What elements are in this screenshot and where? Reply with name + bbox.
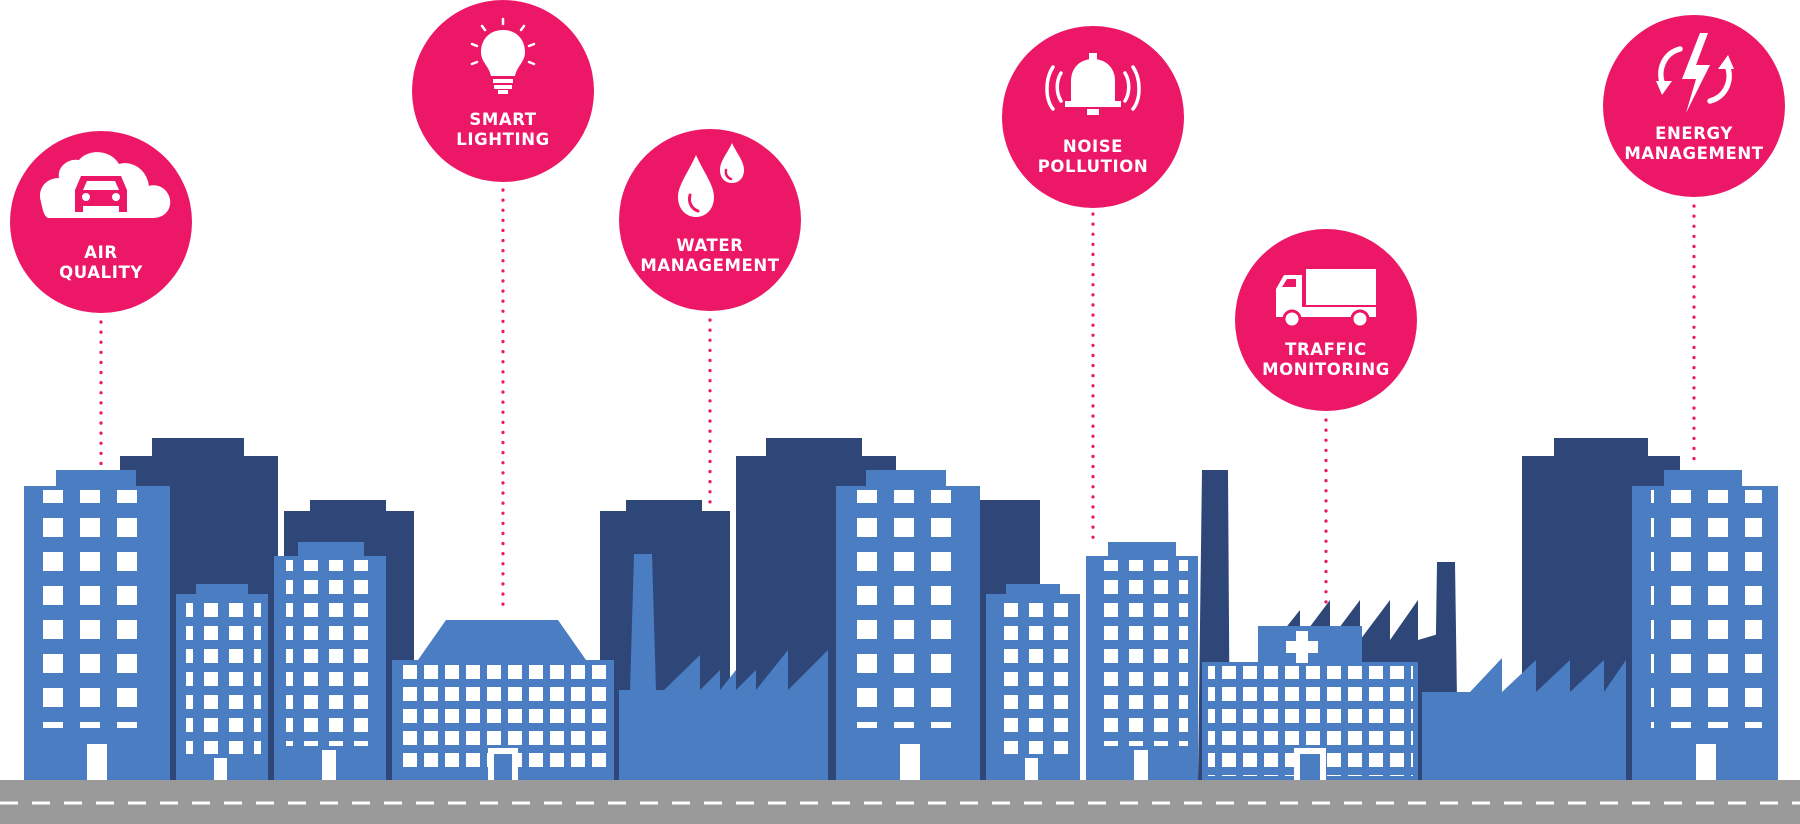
label-smart-lighting-line2: LIGHTING	[456, 129, 550, 149]
tower-c	[274, 542, 386, 780]
tower-b	[176, 584, 268, 780]
label-energy-management-line2: MANAGEMENT	[1624, 143, 1764, 163]
truck-icon	[1276, 269, 1376, 329]
label-energy-management: ENERGY MANAGEMENT	[1609, 124, 1779, 163]
tower-f	[836, 470, 980, 780]
circle-noise-pollution	[1002, 26, 1184, 208]
road	[0, 780, 1800, 824]
foreground-buildings	[24, 470, 1778, 780]
circle-energy-management	[1603, 15, 1785, 197]
label-water-management: WATER MANAGEMENT	[625, 236, 795, 275]
label-water-management-line2: MANAGEMENT	[640, 255, 780, 275]
cloud-car-icon	[39, 152, 171, 218]
label-traffic-monitoring-line2: MONITORING	[1262, 359, 1390, 379]
hospital-building	[1202, 626, 1418, 780]
circle-traffic-monitoring	[1235, 229, 1417, 411]
label-noise-pollution-line2: POLLUTION	[1037, 156, 1149, 176]
label-traffic-monitoring-line1: TRAFFIC	[1285, 340, 1367, 359]
circle-air-quality	[10, 131, 192, 313]
lightbulb-icon	[470, 17, 536, 94]
energy-cycle-icon	[1656, 33, 1734, 113]
tower-g	[986, 584, 1080, 780]
dark-chimney-2	[1435, 562, 1457, 700]
feature-circles	[10, 0, 1785, 411]
connector-lines	[99, 188, 1696, 622]
label-air-quality: AIR QUALITY	[16, 243, 186, 282]
factory-left	[619, 554, 828, 780]
label-noise-pollution: NOISE POLLUTION	[1008, 137, 1178, 176]
label-noise-pollution-line1: NOISE	[1062, 137, 1124, 156]
tower-k	[1632, 470, 1778, 780]
factory-right	[1422, 658, 1626, 780]
label-air-quality-line2: QUALITY	[59, 262, 143, 282]
label-water-management-line1: WATER	[676, 236, 744, 255]
circle-water-management	[619, 129, 801, 311]
municipal-building	[392, 620, 614, 780]
bell-sound-icon	[1045, 53, 1141, 115]
label-smart-lighting: SMART LIGHTING	[418, 110, 588, 149]
label-traffic-monitoring: TRAFFIC MONITORING	[1241, 340, 1411, 379]
tower-h	[1086, 542, 1198, 780]
tower-a	[24, 470, 170, 780]
label-air-quality-line1: AIR	[84, 243, 118, 262]
water-drops-icon	[678, 143, 744, 217]
label-smart-lighting-line1: SMART	[469, 110, 537, 129]
label-energy-management-line1: ENERGY	[1655, 124, 1733, 143]
